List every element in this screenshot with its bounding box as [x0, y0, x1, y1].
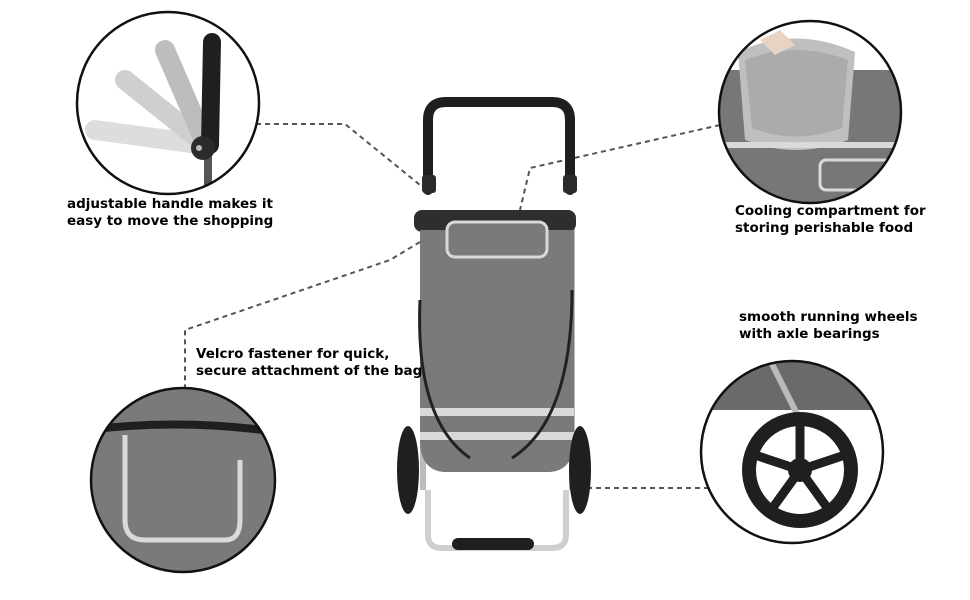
leader-line-handle — [256, 123, 421, 186]
caption-line: Velcro fastener for quick, — [196, 346, 390, 362]
caption-line: storing perishable food — [735, 220, 914, 236]
velcro-flap-icon — [89, 386, 277, 574]
feature-caption-wheels: smooth running wheels with axle bearings — [739, 309, 918, 343]
caption-line: easy to move the shopping — [67, 213, 274, 229]
leader-line-cooling — [519, 124, 721, 211]
caption-line: with axle bearings — [739, 326, 880, 342]
caption-line: secure attachment of the bag — [196, 363, 423, 379]
caption-line: Cooling compartment for — [735, 203, 926, 219]
cooling-bag-icon — [717, 19, 903, 205]
feature-caption-velcro: Velcro fastener for quick, secure attach… — [196, 346, 422, 380]
wheel-icon — [699, 359, 885, 545]
caption-line: smooth running wheels — [739, 309, 918, 325]
feature-caption-handle: adjustable handle makes it easy to move … — [67, 196, 273, 230]
caption-line: adjustable handle makes it — [67, 196, 274, 212]
feature-caption-cooling: Cooling compartment for storing perishab… — [735, 203, 926, 237]
handle-icon — [75, 10, 261, 196]
leader-lines — [184, 123, 721, 489]
trolley-icon — [397, 97, 591, 551]
